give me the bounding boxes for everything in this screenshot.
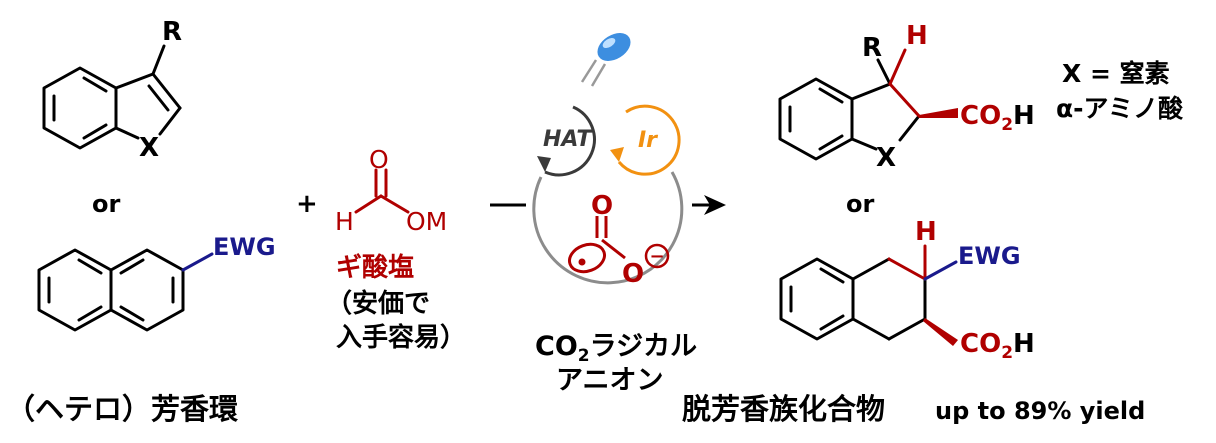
aromatic-bond [119,305,145,322]
co2-c-o-single [601,238,626,260]
formate-name: ギ酸塩 [336,253,414,283]
aromatic-bond [818,134,844,151]
aromatic-bond [818,87,844,104]
product2-co2h: CO2H [960,329,1035,363]
co2-radical-anion [568,216,670,274]
product1-h-label: H [906,21,928,51]
formate-h-label: H [335,207,354,236]
negative-charge-sign: − [649,246,664,267]
substrate-ewg-label: EWG [213,233,276,261]
product1-x-label: X [876,143,896,173]
formate-om-label: OM [406,207,447,236]
ring-double-bond [151,72,182,110]
new-c-c-bond [888,82,921,118]
formate-c-o-bond [379,194,410,214]
or-right: or [846,190,874,218]
led-glow [602,37,616,49]
co2-o-top-label: O [591,191,613,221]
co2-radical-caption-line1: CO2ラジカル [535,331,697,366]
wedge-bond-co2h [923,318,958,346]
co2-caption-co: CO [535,331,578,362]
product2-ewg-label: EWG [958,242,1021,270]
co2h-subscript: 2 [1001,343,1013,363]
ring-bond [114,126,140,140]
ir-label: Ir [638,128,658,153]
product-dihydro-heterocycle [778,58,921,161]
ring-bond [850,82,892,101]
yield-text: up to 89% yield [935,397,1145,425]
radical-orbital-icon [568,242,606,274]
new-c-h-bond [888,48,907,86]
aromatic-bond [119,258,145,275]
co2h-h: H [1013,101,1035,131]
led-leg [590,63,607,87]
product1-note-line2: α-アミノ酸 [1056,94,1184,123]
negative-charge-icon [644,243,670,269]
ring-bond [851,257,891,281]
product1-r-label: R [862,33,882,63]
co2-radical-caption-line2: アニオン [556,365,663,396]
aromatic-bond [82,123,108,140]
co2-caption-rest: ラジカル [590,331,697,362]
ring-bond [158,106,182,136]
ewg-bond [181,252,214,272]
substrate-x-label: X [139,133,159,163]
ir-cycle-arc [617,104,681,176]
aromatic-bond [77,258,103,275]
aromatic-bond [82,76,108,93]
led-leg [580,59,598,83]
co2h-co: CO [960,329,1001,359]
radical-dot [578,258,586,266]
plus-sign: + [296,189,318,219]
formate-structure [354,168,410,214]
formate-note-line2: 入手容易） [336,322,466,353]
ir-cycle-arrowhead [610,147,624,162]
ring-bond [851,317,891,341]
substrate-r-label: R [162,17,182,47]
led-bulb [597,33,631,61]
substrate-caption: （ヘテロ）芳香環 [6,392,239,426]
product-caption: 脱芳香族化合物 [682,392,885,426]
hat-label: HAT [543,127,593,152]
wedge-bond-co2h [919,108,958,118]
co2h-co: CO [960,101,1001,131]
ewg-bond [923,260,958,281]
substrate-naphthalene [37,248,185,332]
product2-h-label: H [915,217,937,247]
ring-bond [887,317,927,341]
formate-c-h-bond [354,194,383,214]
formate-o-label: O [369,145,389,174]
co2h-subscript: 2 [1001,115,1013,135]
formate-note-line1: （安価で [326,289,430,319]
hat-cycle-arrowhead [537,156,551,172]
aromatic-bond [819,314,845,331]
co2-radical-cycle-arc [532,171,684,285]
co2h-h: H [1013,329,1035,359]
product1-co2h: CO2H [960,101,1035,135]
aromatic-bond [819,267,845,284]
substrate-heteroarene [42,44,182,150]
hat-cycle-arc [544,105,596,177]
led-light-icon [580,33,631,87]
ring-double-bond [147,84,170,112]
co2-o-right-label: O [622,259,644,289]
ring-bond [898,114,921,142]
product-tetrahydronaphthalene [779,257,927,341]
reaction-arrow-head [704,195,726,215]
substituent-bond [876,58,892,86]
new-c-c-bond [887,257,927,281]
substituent-bond [151,44,166,76]
aromatic-bond [77,305,103,322]
ring-bond [114,72,155,90]
co2-caption-subscript: 2 [578,346,590,366]
product1-note-line1: X = 窒素 [1062,59,1170,88]
or-left: or [92,190,120,218]
ring-bond [850,137,878,151]
